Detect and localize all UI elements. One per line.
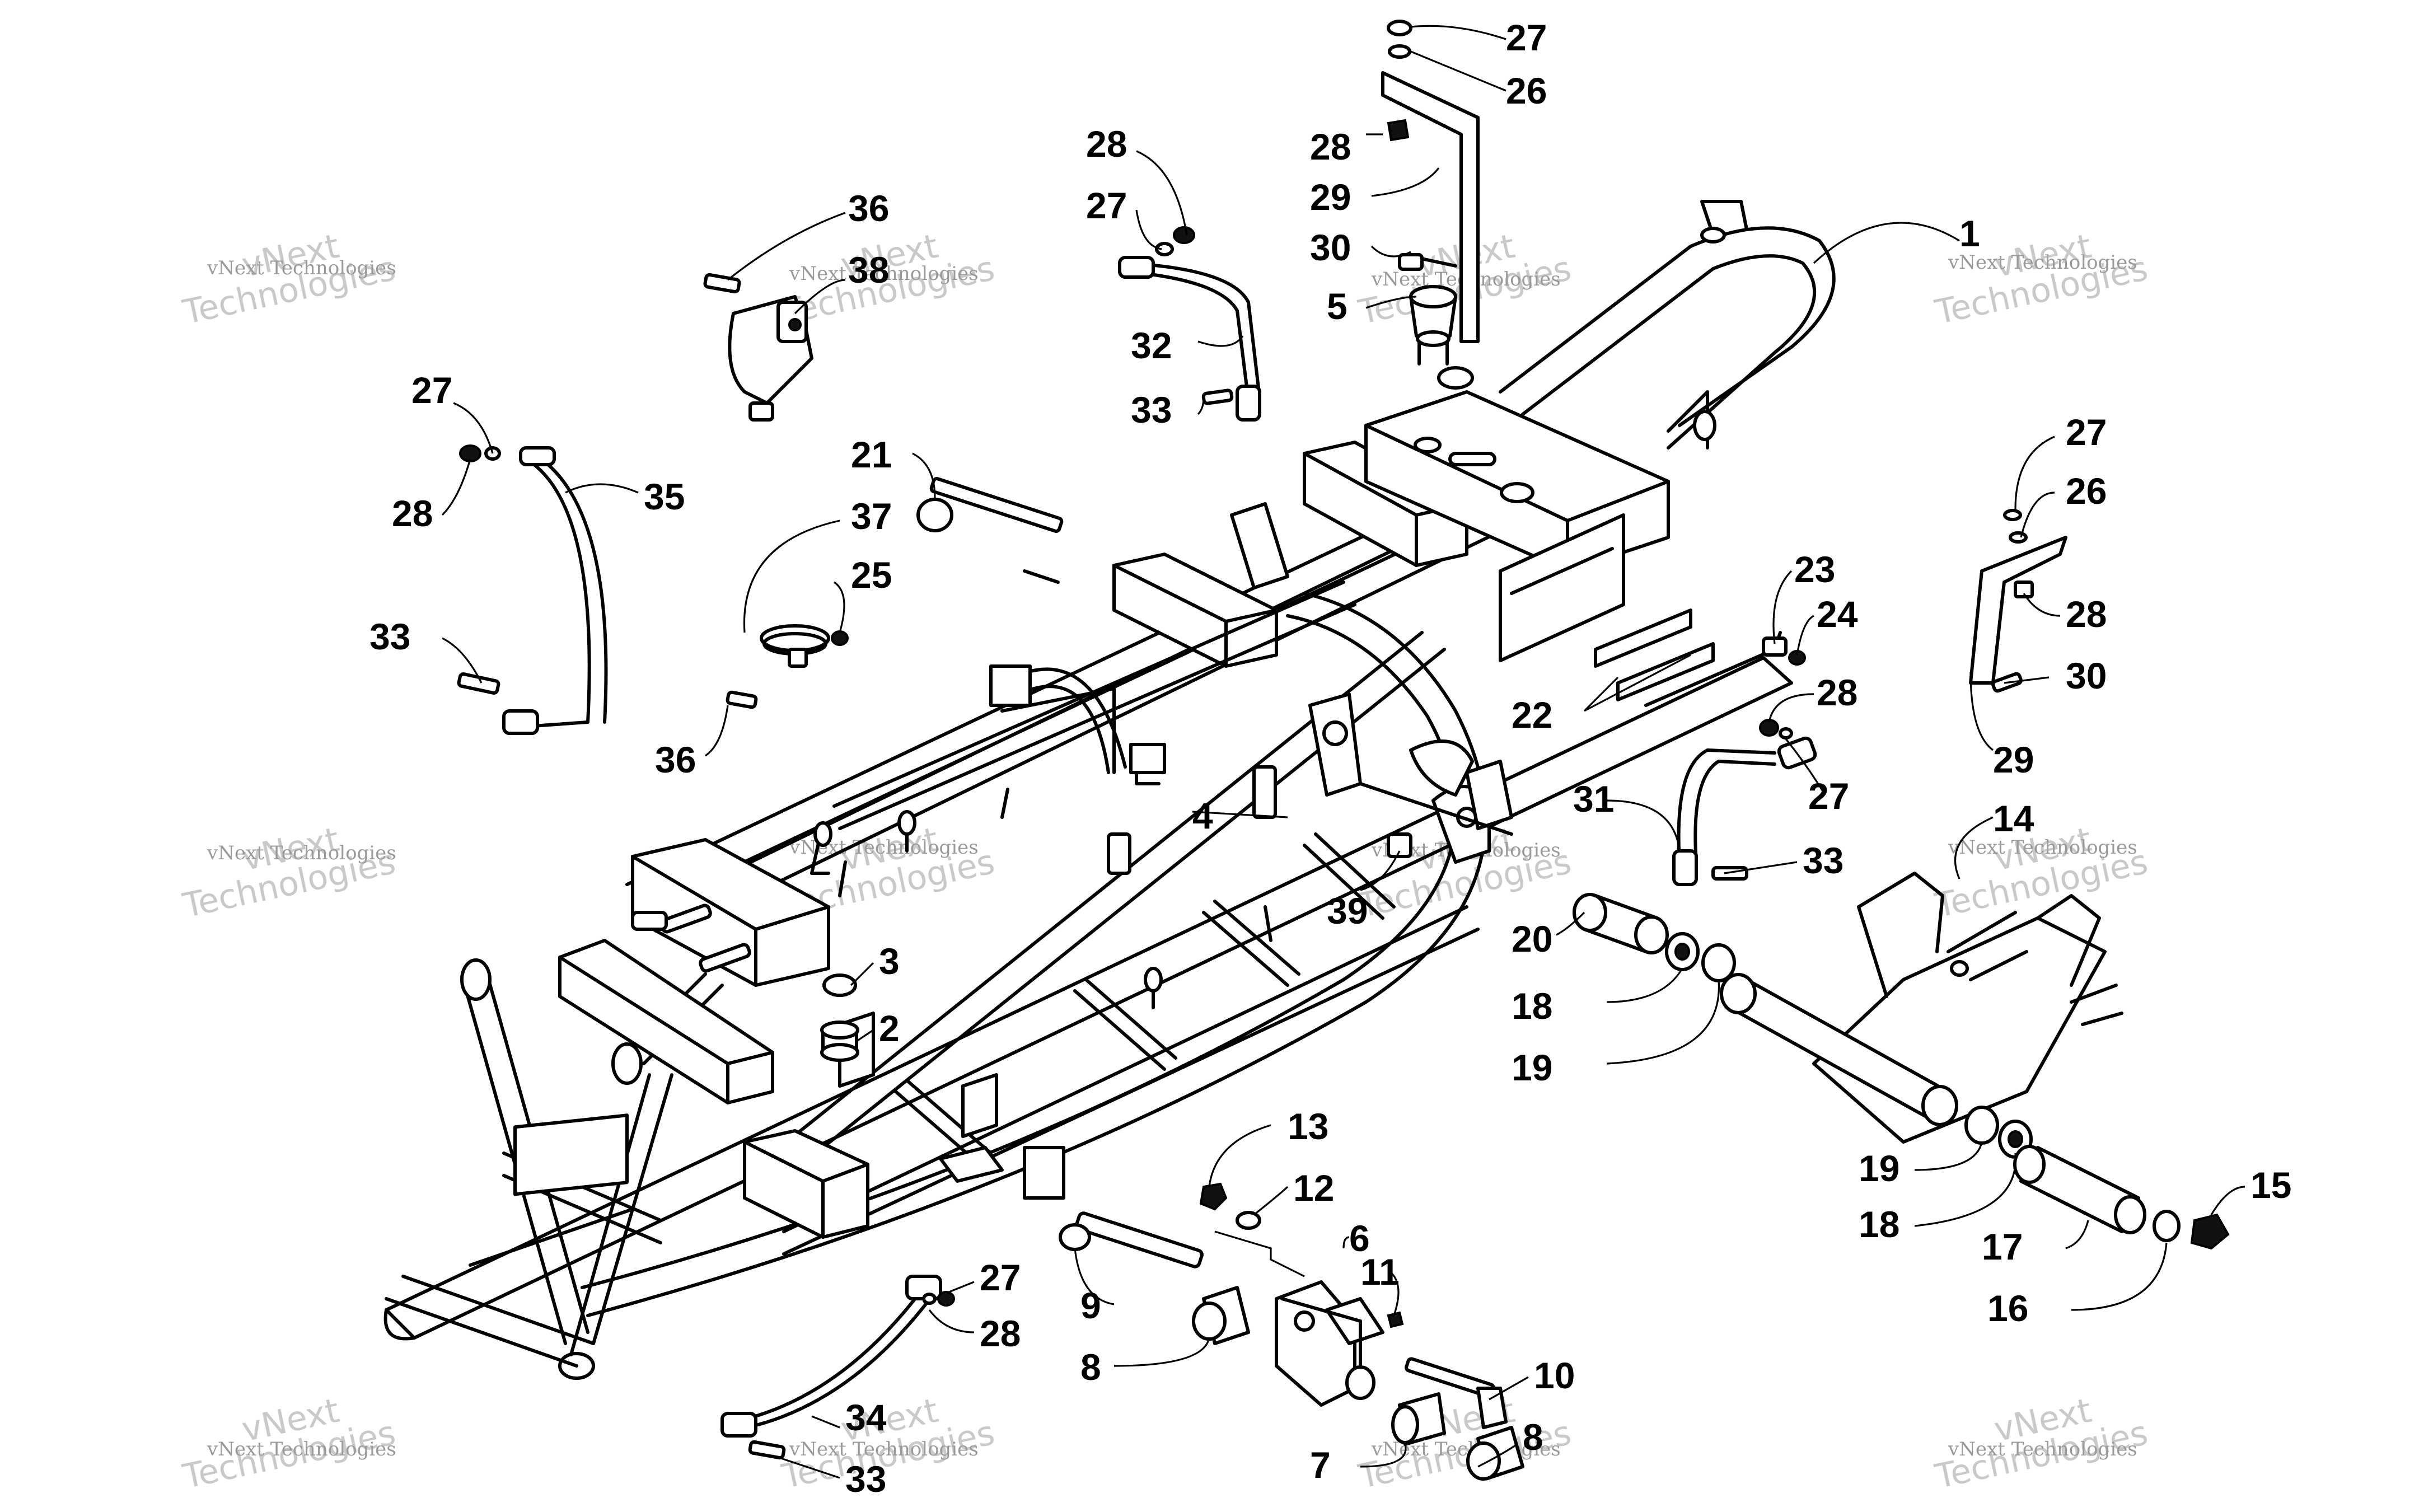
watermark-small: vNext Technologies (1948, 1438, 2137, 1460)
callout-17: 17 (1982, 1226, 2023, 1267)
callout-5: 5 (1327, 285, 1347, 327)
callout-18: 18 (1859, 1204, 1899, 1245)
callouts: 27 26 28 29 30 5 1 28 27 32 33 36 38 27 … (369, 17, 2291, 1500)
watermark-small: vNext Technologies (207, 257, 396, 279)
callout-22: 22 (1512, 694, 1552, 736)
callout-23: 23 (1794, 549, 1835, 590)
callout-21: 21 (851, 434, 892, 475)
watermark-small: vNext Technologies (1948, 836, 2137, 859)
callout-6: 6 (1349, 1218, 1370, 1259)
callout-26: 26 (1506, 70, 1547, 111)
callout-27: 27 (2066, 411, 2107, 453)
callout-29: 29 (1993, 739, 2034, 780)
callout-33: 33 (845, 1458, 886, 1500)
callout-28: 28 (2066, 593, 2107, 635)
callout-33: 33 (369, 616, 410, 657)
callout-8: 8 (1080, 1346, 1101, 1388)
watermark-small: vNext Technologies (1948, 251, 2137, 274)
callout-18: 18 (1512, 985, 1552, 1027)
callout-24: 24 (1817, 593, 1858, 635)
callout-39: 39 (1327, 890, 1368, 931)
callout-27: 27 (1808, 775, 1849, 817)
callout-7: 7 (1310, 1444, 1331, 1486)
callout-1: 1 (1959, 213, 1980, 254)
watermark-small: vNext Technologies (789, 263, 979, 285)
callout-30: 30 (2066, 655, 2107, 696)
callout-9: 9 (1080, 1285, 1101, 1326)
callout-28: 28 (980, 1313, 1021, 1354)
watermark: vNext Technologies (179, 820, 399, 926)
callout-10: 10 (1534, 1355, 1575, 1396)
callout-36: 36 (848, 188, 889, 229)
callout-30: 30 (1310, 227, 1351, 268)
callout-36: 36 (655, 739, 696, 780)
callout-19: 19 (1512, 1047, 1552, 1088)
callout-15: 15 (2250, 1164, 2291, 1206)
leader-lines (441, 25, 2245, 1479)
main-frame (383, 200, 1836, 1380)
callout-2: 2 (879, 1008, 900, 1049)
watermark: vNext Technologies (1931, 820, 2151, 926)
callout-26: 26 (2066, 470, 2107, 512)
callout-11: 11 (1360, 1251, 1400, 1293)
callout-13: 13 (1288, 1106, 1328, 1147)
callout-27: 27 (980, 1257, 1021, 1298)
callout-20: 20 (1512, 918, 1552, 959)
callout-33: 33 (1803, 840, 1844, 881)
callout-28: 28 (1310, 126, 1351, 167)
callout-29: 29 (1310, 176, 1351, 218)
callout-12: 12 (1293, 1167, 1334, 1209)
watermark-small: vNext Technologies (207, 842, 396, 864)
callout-25: 25 (851, 554, 892, 596)
callout-32: 32 (1131, 325, 1172, 366)
callout-35: 35 (644, 476, 685, 517)
callout-28: 28 (1086, 123, 1127, 165)
callout-33: 33 (1131, 389, 1172, 430)
watermark: vNext Technologies (1931, 227, 2151, 333)
callout-19: 19 (1859, 1148, 1899, 1189)
callout-28: 28 (392, 493, 433, 534)
callout-3: 3 (879, 940, 900, 982)
callout-16: 16 (1987, 1288, 2028, 1329)
callout-31: 31 (1573, 778, 1614, 820)
callout-14: 14 (1993, 798, 2034, 839)
watermark-small: vNext Technologies (207, 1438, 396, 1460)
callout-38: 38 (848, 249, 889, 291)
callout-27: 27 (1506, 17, 1547, 58)
callout-27: 27 (411, 369, 452, 411)
callout-8: 8 (1523, 1416, 1543, 1458)
callout-27: 27 (1086, 185, 1127, 226)
callout-34: 34 (845, 1397, 887, 1438)
watermark-small: vNext Technologies (789, 1438, 979, 1460)
callout-4: 4 (1192, 795, 1213, 836)
callout-37: 37 (851, 495, 892, 537)
callout-28: 28 (1817, 672, 1857, 713)
